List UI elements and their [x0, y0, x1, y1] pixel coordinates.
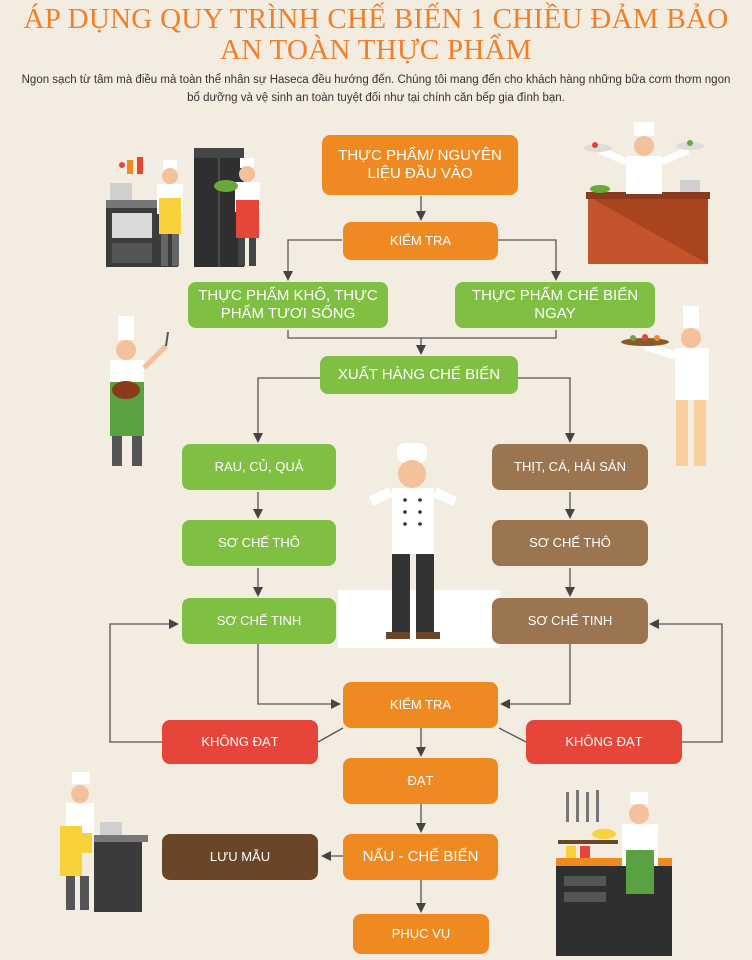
box-pass: ĐẠT: [343, 758, 498, 804]
box-keep-sample: LƯU MẪU: [162, 834, 318, 880]
box-fail-right: KHÔNG ĐẠT: [526, 720, 682, 764]
box-check-1: KIỂM TRA: [343, 222, 498, 260]
kitchen-scene-top-left-icon: [106, 148, 260, 267]
page-description: Ngon sạch từ tâm mà điều mà toàn thể nhâ…: [21, 74, 731, 104]
page-title-line2: AN TOÀN THỰC PHẨM: [219, 34, 532, 66]
box-check-2: KIỂM TRA: [343, 682, 498, 728]
box-dispatch: XUẤT HÀNG CHẾ BIẾN: [320, 356, 518, 394]
chef-stove-bottom-left-icon: [60, 772, 148, 912]
kitchen-scene-bottom-right-icon: [556, 790, 672, 956]
page-title-line1: ÁP DỤNG QUY TRÌNH CHẾ BIẾN 1 CHIỀU ĐẢM B…: [23, 3, 729, 35]
box-dry-fresh-food: THỰC PHẨM KHÔ, THỰC PHẨM TƯƠI SỐNG: [188, 282, 388, 328]
box-input-materials: THỰC PHẨM/ NGUYÊN LIỆU ĐẦU VÀO: [322, 135, 518, 195]
box-vegetables: RAU, CỦ, QUẢ: [182, 444, 336, 490]
box-ready-food: THỰC PHẨM CHẾ BIẾN NGAY: [455, 282, 655, 328]
box-cook: NẤU - CHẾ BIẾN: [343, 834, 498, 880]
chef-tray-right-icon: [621, 306, 709, 466]
box-fine-prep-right: SƠ CHẾ TINH: [492, 598, 648, 644]
chef-counter-top-right-icon: [584, 122, 710, 264]
box-meat-fish-seafood: THỊT, CÁ, HẢI SẢN: [492, 444, 648, 490]
chef-whisk-left-icon: [110, 316, 169, 466]
box-serve: PHỤC VỤ: [353, 914, 489, 954]
box-rough-prep-left: SƠ CHẾ THÔ: [182, 520, 336, 566]
box-fine-prep-left: SƠ CHẾ TINH: [182, 598, 336, 644]
box-fail-left: KHÔNG ĐẠT: [162, 720, 318, 764]
box-rough-prep-right: SƠ CHẾ THÔ: [492, 520, 648, 566]
